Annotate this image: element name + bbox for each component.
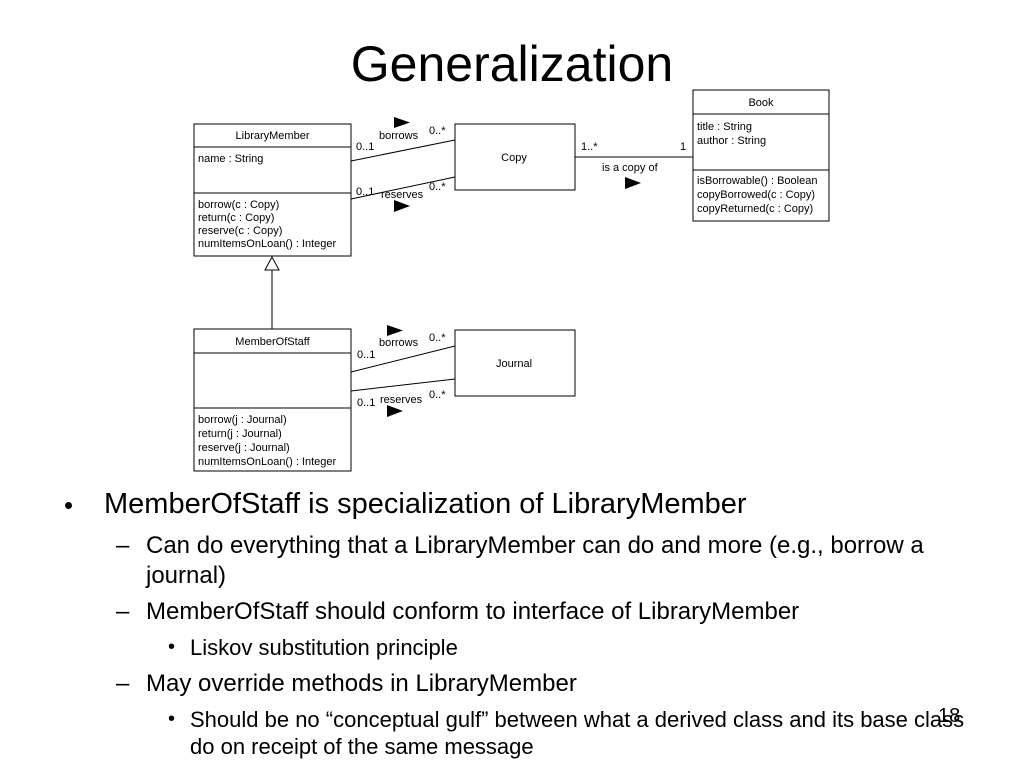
ms-borrows-source-multiplicity: 0..1 xyxy=(357,349,375,361)
lm-borrows-direction-arrow-icon xyxy=(394,117,410,128)
lm-reserves-target-multiplicity: 0..* xyxy=(429,181,446,193)
uml-class-diagram: LibraryMember name : String borrow(c : C… xyxy=(193,89,830,472)
generalization-arrowhead xyxy=(264,255,280,271)
bullet-level-2: Can do everything that a LibraryMember c… xyxy=(146,532,924,589)
ms-borrows-direction-arrow-icon xyxy=(387,325,403,336)
bullet-level-2: May override methods in LibraryMember xyxy=(146,670,577,697)
book-operation: isBorrowable() : Boolean xyxy=(697,175,817,187)
journal-class-box xyxy=(454,329,576,397)
slide-title: Generalization xyxy=(350,36,674,92)
bullet-level-3: Should be no “conceptual gulf” between w… xyxy=(190,707,965,759)
lm-borrows-source-multiplicity: 0..1 xyxy=(356,141,374,153)
bullet-dot: • xyxy=(168,708,176,730)
ms-borrows-label: borrows xyxy=(379,337,419,349)
copy-book-target-multiplicity: 1 xyxy=(680,141,686,153)
library-member-class-box xyxy=(193,123,352,257)
bullet-dot: • xyxy=(168,636,176,658)
lm-reserves-label: reserves xyxy=(381,189,424,201)
library-member-operation: reserve(c : Copy) xyxy=(198,225,282,237)
copy-book-source-multiplicity: 1..* xyxy=(581,141,598,153)
library-member-operation: return(c : Copy) xyxy=(198,212,274,224)
journal-class-name: Journal xyxy=(496,358,532,370)
ms-reserves-label: reserves xyxy=(380,394,423,406)
library-member-operation: numItemsOnLoan() : Integer xyxy=(198,238,337,250)
library-member-attribute: name : String xyxy=(198,153,263,165)
book-class-name: Book xyxy=(748,97,774,109)
ms-borrows-target-multiplicity: 0..* xyxy=(429,332,446,344)
member-of-staff-operation: return(j : Journal) xyxy=(198,428,282,440)
copy-class-name: Copy xyxy=(501,152,527,164)
lm-borrows-association-line xyxy=(350,139,456,162)
slide-number: 18 xyxy=(938,705,961,727)
bullet-level-1: MemberOfStaff is specialization of Libra… xyxy=(104,488,747,520)
library-member-class-name: LibraryMember xyxy=(236,130,310,142)
member-of-staff-operation: borrow(j : Journal) xyxy=(198,414,287,426)
bullet-level-3: Liskov substitution principle xyxy=(190,635,458,660)
lm-reserves-direction-arrow-icon xyxy=(394,200,410,212)
copy-book-label: is a copy of xyxy=(602,162,659,174)
copy-book-direction-arrow-icon xyxy=(625,177,641,189)
lm-borrows-label: borrows xyxy=(379,130,419,142)
ms-reserves-source-multiplicity: 0..1 xyxy=(357,397,375,409)
ms-reserves-association-line xyxy=(350,378,456,392)
ms-reserves-target-multiplicity: 0..* xyxy=(429,389,446,401)
book-operation: copyBorrowed(c : Copy) xyxy=(697,189,815,201)
member-of-staff-operation: numItemsOnLoan() : Integer xyxy=(198,456,337,468)
lm-borrows-target-multiplicity: 0..* xyxy=(429,125,446,137)
lm-reserves-association-line xyxy=(350,176,456,200)
member-of-staff-operation: reserve(j : Journal) xyxy=(198,442,290,454)
book-class-box xyxy=(692,89,830,222)
book-attribute: title : String xyxy=(697,121,752,133)
member-of-staff-class-name: MemberOfStaff xyxy=(235,336,310,348)
bullet-dot: • xyxy=(64,490,74,520)
bullet-dash: – xyxy=(116,670,130,697)
bullet-dash: – xyxy=(116,532,130,559)
library-member-operation: borrow(c : Copy) xyxy=(198,199,279,211)
ms-reserves-direction-arrow-icon xyxy=(387,405,403,417)
bullet-dash: – xyxy=(116,598,130,625)
bullet-level-2: MemberOfStaff should conform to interfac… xyxy=(146,598,800,625)
lm-reserves-source-multiplicity: 0..1 xyxy=(356,186,374,198)
ms-borrows-association-line xyxy=(350,345,456,373)
book-operation: copyReturned(c : Copy) xyxy=(697,203,813,215)
book-attribute: author : String xyxy=(697,135,766,147)
